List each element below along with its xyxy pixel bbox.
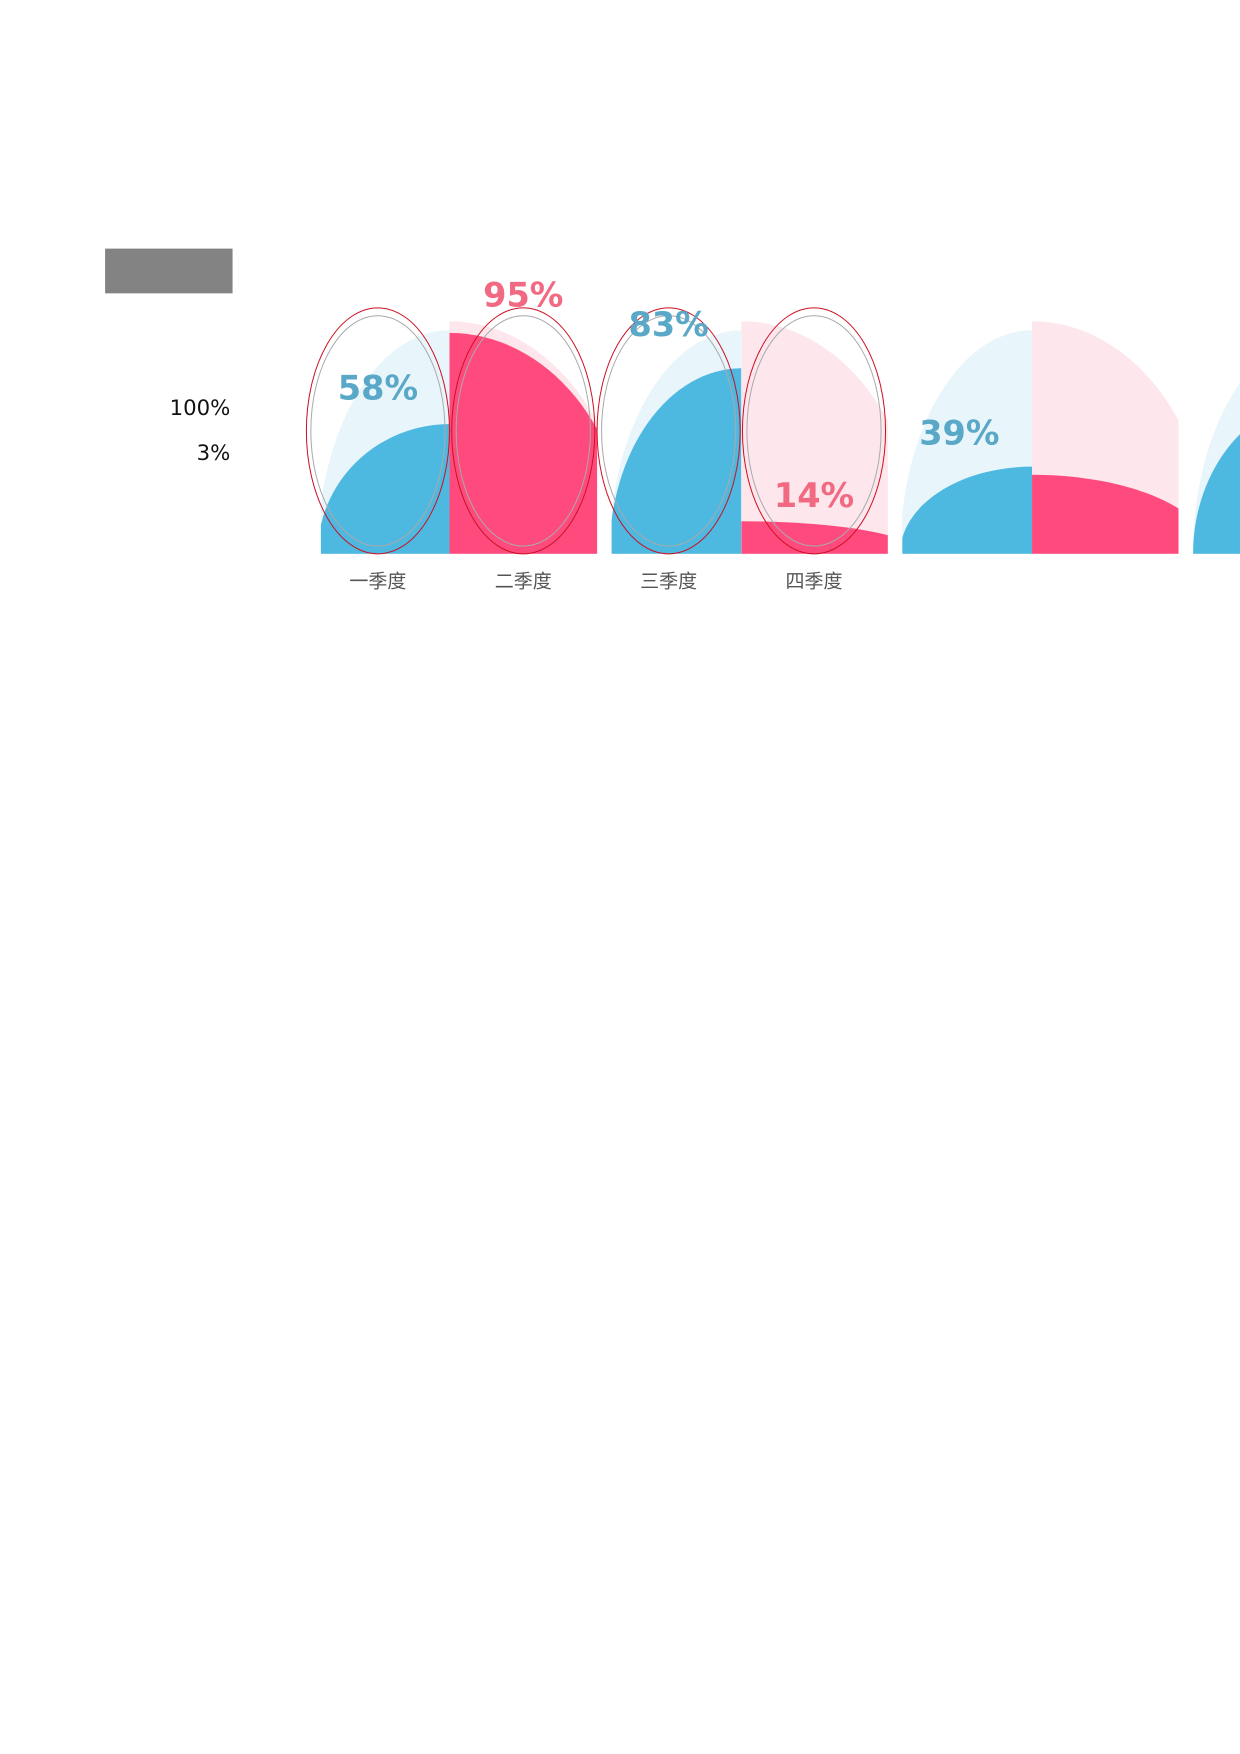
value-label-extra-1: 39% bbox=[919, 413, 999, 452]
ellipse-outer-q2 bbox=[451, 307, 596, 555]
pink-track-4 bbox=[741, 321, 888, 554]
pink-value-mark-2 bbox=[449, 332, 598, 554]
value-label-q4: 14% bbox=[774, 476, 854, 515]
ellipse-inner-q3 bbox=[601, 315, 737, 547]
category-label-q1: 一季度 bbox=[349, 570, 406, 592]
category-label-q4: 四季度 bbox=[785, 570, 842, 592]
ellipse-overlays bbox=[305, 307, 887, 555]
blue-value-mark-3 bbox=[611, 368, 742, 554]
category-label-q2: 二季度 bbox=[495, 570, 552, 592]
legend-swatch bbox=[105, 248, 233, 294]
ellipse-inner-q4 bbox=[746, 315, 882, 547]
side-label-3: 3% bbox=[197, 441, 231, 466]
pink-value-mark-4 bbox=[741, 521, 888, 554]
value-label-q2: 95% bbox=[483, 276, 563, 315]
ellipse-inner-q2 bbox=[455, 315, 591, 547]
ellipse-outer-q4 bbox=[741, 307, 887, 555]
blue-value-mark-1 bbox=[320, 424, 450, 554]
ellipse-outer-q1 bbox=[305, 307, 450, 555]
value-label-q3: 83% bbox=[629, 305, 709, 344]
ellipse-outer-q3 bbox=[596, 307, 741, 555]
side-label-100: 100% bbox=[170, 396, 231, 421]
pink-value-mark-6 bbox=[1032, 474, 1179, 554]
value-label-q1: 58% bbox=[338, 369, 418, 408]
ellipse-inner-q1 bbox=[310, 315, 446, 547]
blue-value-mark-7 bbox=[1193, 434, 1240, 554]
blue-value-mark-5 bbox=[902, 466, 1033, 554]
chart-marks bbox=[320, 321, 1240, 554]
category-label-q3: 三季度 bbox=[640, 570, 697, 592]
